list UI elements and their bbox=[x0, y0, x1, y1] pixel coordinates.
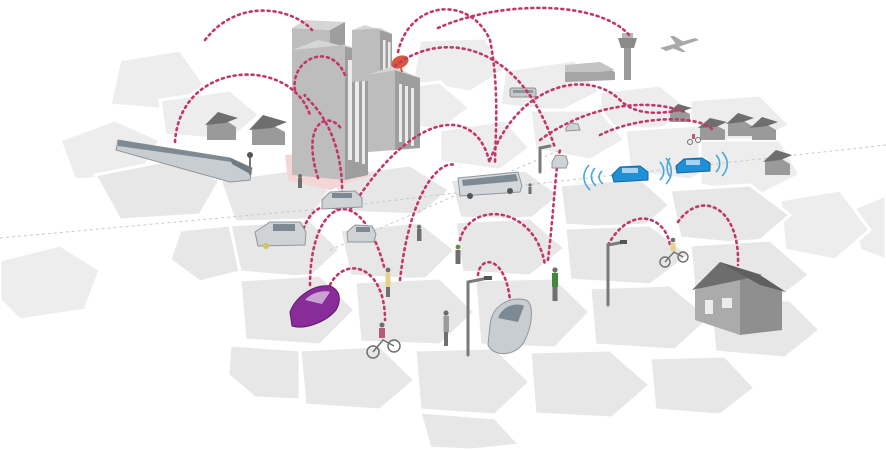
grey-car bbox=[551, 154, 569, 169]
pedestrian-icon bbox=[443, 310, 449, 346]
cyclist-icon bbox=[687, 134, 701, 145]
grey-car bbox=[254, 221, 307, 249]
purple-car bbox=[289, 285, 340, 328]
cyclist-icon bbox=[659, 237, 689, 268]
grey-car bbox=[321, 190, 363, 210]
city-bus bbox=[457, 171, 523, 199]
street-light-icon bbox=[606, 240, 627, 307]
office-towers bbox=[285, 20, 420, 190]
blue-car bbox=[611, 165, 649, 183]
grey-car bbox=[346, 224, 377, 243]
cyclists bbox=[366, 134, 701, 359]
pedestrian-icon bbox=[552, 267, 558, 301]
high-speed-train bbox=[115, 139, 253, 183]
street-lights bbox=[466, 144, 627, 357]
airport-bus bbox=[509, 87, 537, 98]
blue-car bbox=[675, 157, 711, 174]
grey-car-large bbox=[487, 298, 532, 355]
airplane-icon bbox=[660, 36, 699, 52]
house-icon bbox=[205, 112, 238, 140]
house-icon bbox=[750, 117, 778, 140]
house-icon bbox=[726, 113, 754, 136]
pedestrian-icon bbox=[528, 183, 532, 194]
connected-cars bbox=[583, 151, 729, 191]
street-light-icon bbox=[538, 144, 552, 174]
house-icon bbox=[763, 150, 792, 175]
pedestrians bbox=[298, 174, 558, 346]
houses bbox=[205, 104, 792, 335]
large-house-icon bbox=[692, 262, 786, 335]
pedestrian-icon bbox=[416, 224, 422, 241]
pedestrian-icon bbox=[298, 174, 302, 188]
hexagon-ground bbox=[0, 36, 886, 450]
pedestrian-icon bbox=[385, 267, 391, 297]
control-tower-icon bbox=[618, 33, 637, 80]
grey-car bbox=[565, 122, 581, 132]
cyclist-icon bbox=[366, 322, 401, 359]
street-light-icon bbox=[466, 276, 492, 357]
connection-links bbox=[173, 6, 740, 322]
house-icon bbox=[249, 115, 287, 145]
signal-waves-icon bbox=[583, 151, 729, 191]
airport-terminal bbox=[565, 62, 615, 82]
pedestrian-icon bbox=[455, 244, 461, 264]
